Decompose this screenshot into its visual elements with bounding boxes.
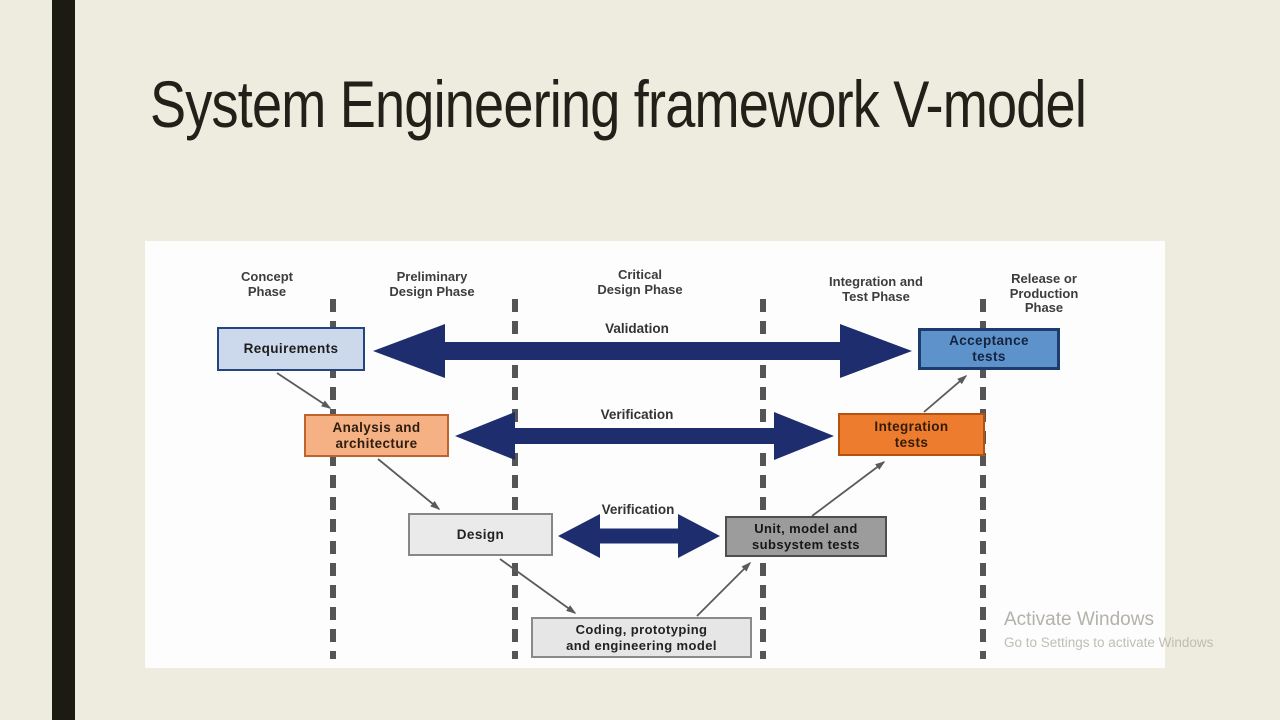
requirements-box: Requirements	[217, 327, 365, 371]
flow-arrow-design-to-coding	[499, 558, 577, 614]
phase-label-preliminary-design: Preliminary Design Phase	[389, 269, 475, 299]
validation-label: Validation	[605, 321, 669, 336]
flow-arrow-unit-to-integration	[811, 461, 886, 517]
coding-prototyping-box: Coding, prototyping and engineering mode…	[531, 617, 752, 658]
integration-tests-box: Integration tests	[838, 413, 985, 456]
flow-arrow-integration-to-acceptance	[923, 375, 968, 413]
validation-arrow	[373, 324, 912, 378]
analysis-architecture-box: Analysis and architecture	[304, 414, 449, 457]
phase-label-integration-test: Integration and Test Phase	[829, 274, 923, 304]
vmodel-diagram-canvas	[276, 299, 986, 659]
flow-arrow-analysis-to-design	[377, 458, 441, 510]
activate-windows-line2: Go to Settings to activate Windows	[1004, 635, 1214, 650]
phase-divider-lines	[330, 299, 986, 659]
flow-arrows	[276, 372, 968, 617]
left-accent-stripe	[52, 0, 75, 720]
flow-arrow-requirements-to-analysis	[276, 372, 332, 409]
unit-model-subsystem-tests-box: Unit, model and subsystem tests	[725, 516, 887, 557]
acceptance-tests-box: Acceptance tests	[918, 328, 1060, 370]
verification-arrow-mid	[455, 412, 834, 460]
activate-windows-watermark: Activate Windows Go to Settings to activ…	[1004, 609, 1213, 650]
design-box: Design	[408, 513, 553, 556]
verification-label-mid: Verification	[600, 407, 674, 422]
phase-label-critical-design: Critical Design Phase	[597, 267, 683, 297]
vmodel-diagram-panel: Concept Phase Preliminary Design Phase C…	[145, 241, 1165, 668]
phase-label-concept: Concept Phase	[241, 269, 293, 299]
slide-title: System Engineering framework V-model	[150, 67, 1087, 141]
phase-label-release-production: Release or Production Phase	[1009, 271, 1079, 316]
verification-arrow-low	[558, 514, 720, 558]
navy-arrows	[373, 324, 912, 558]
activate-windows-line1: Activate Windows	[1004, 609, 1154, 630]
verification-label-low: Verification	[601, 502, 675, 517]
flow-arrow-coding-to-unit	[696, 561, 752, 617]
